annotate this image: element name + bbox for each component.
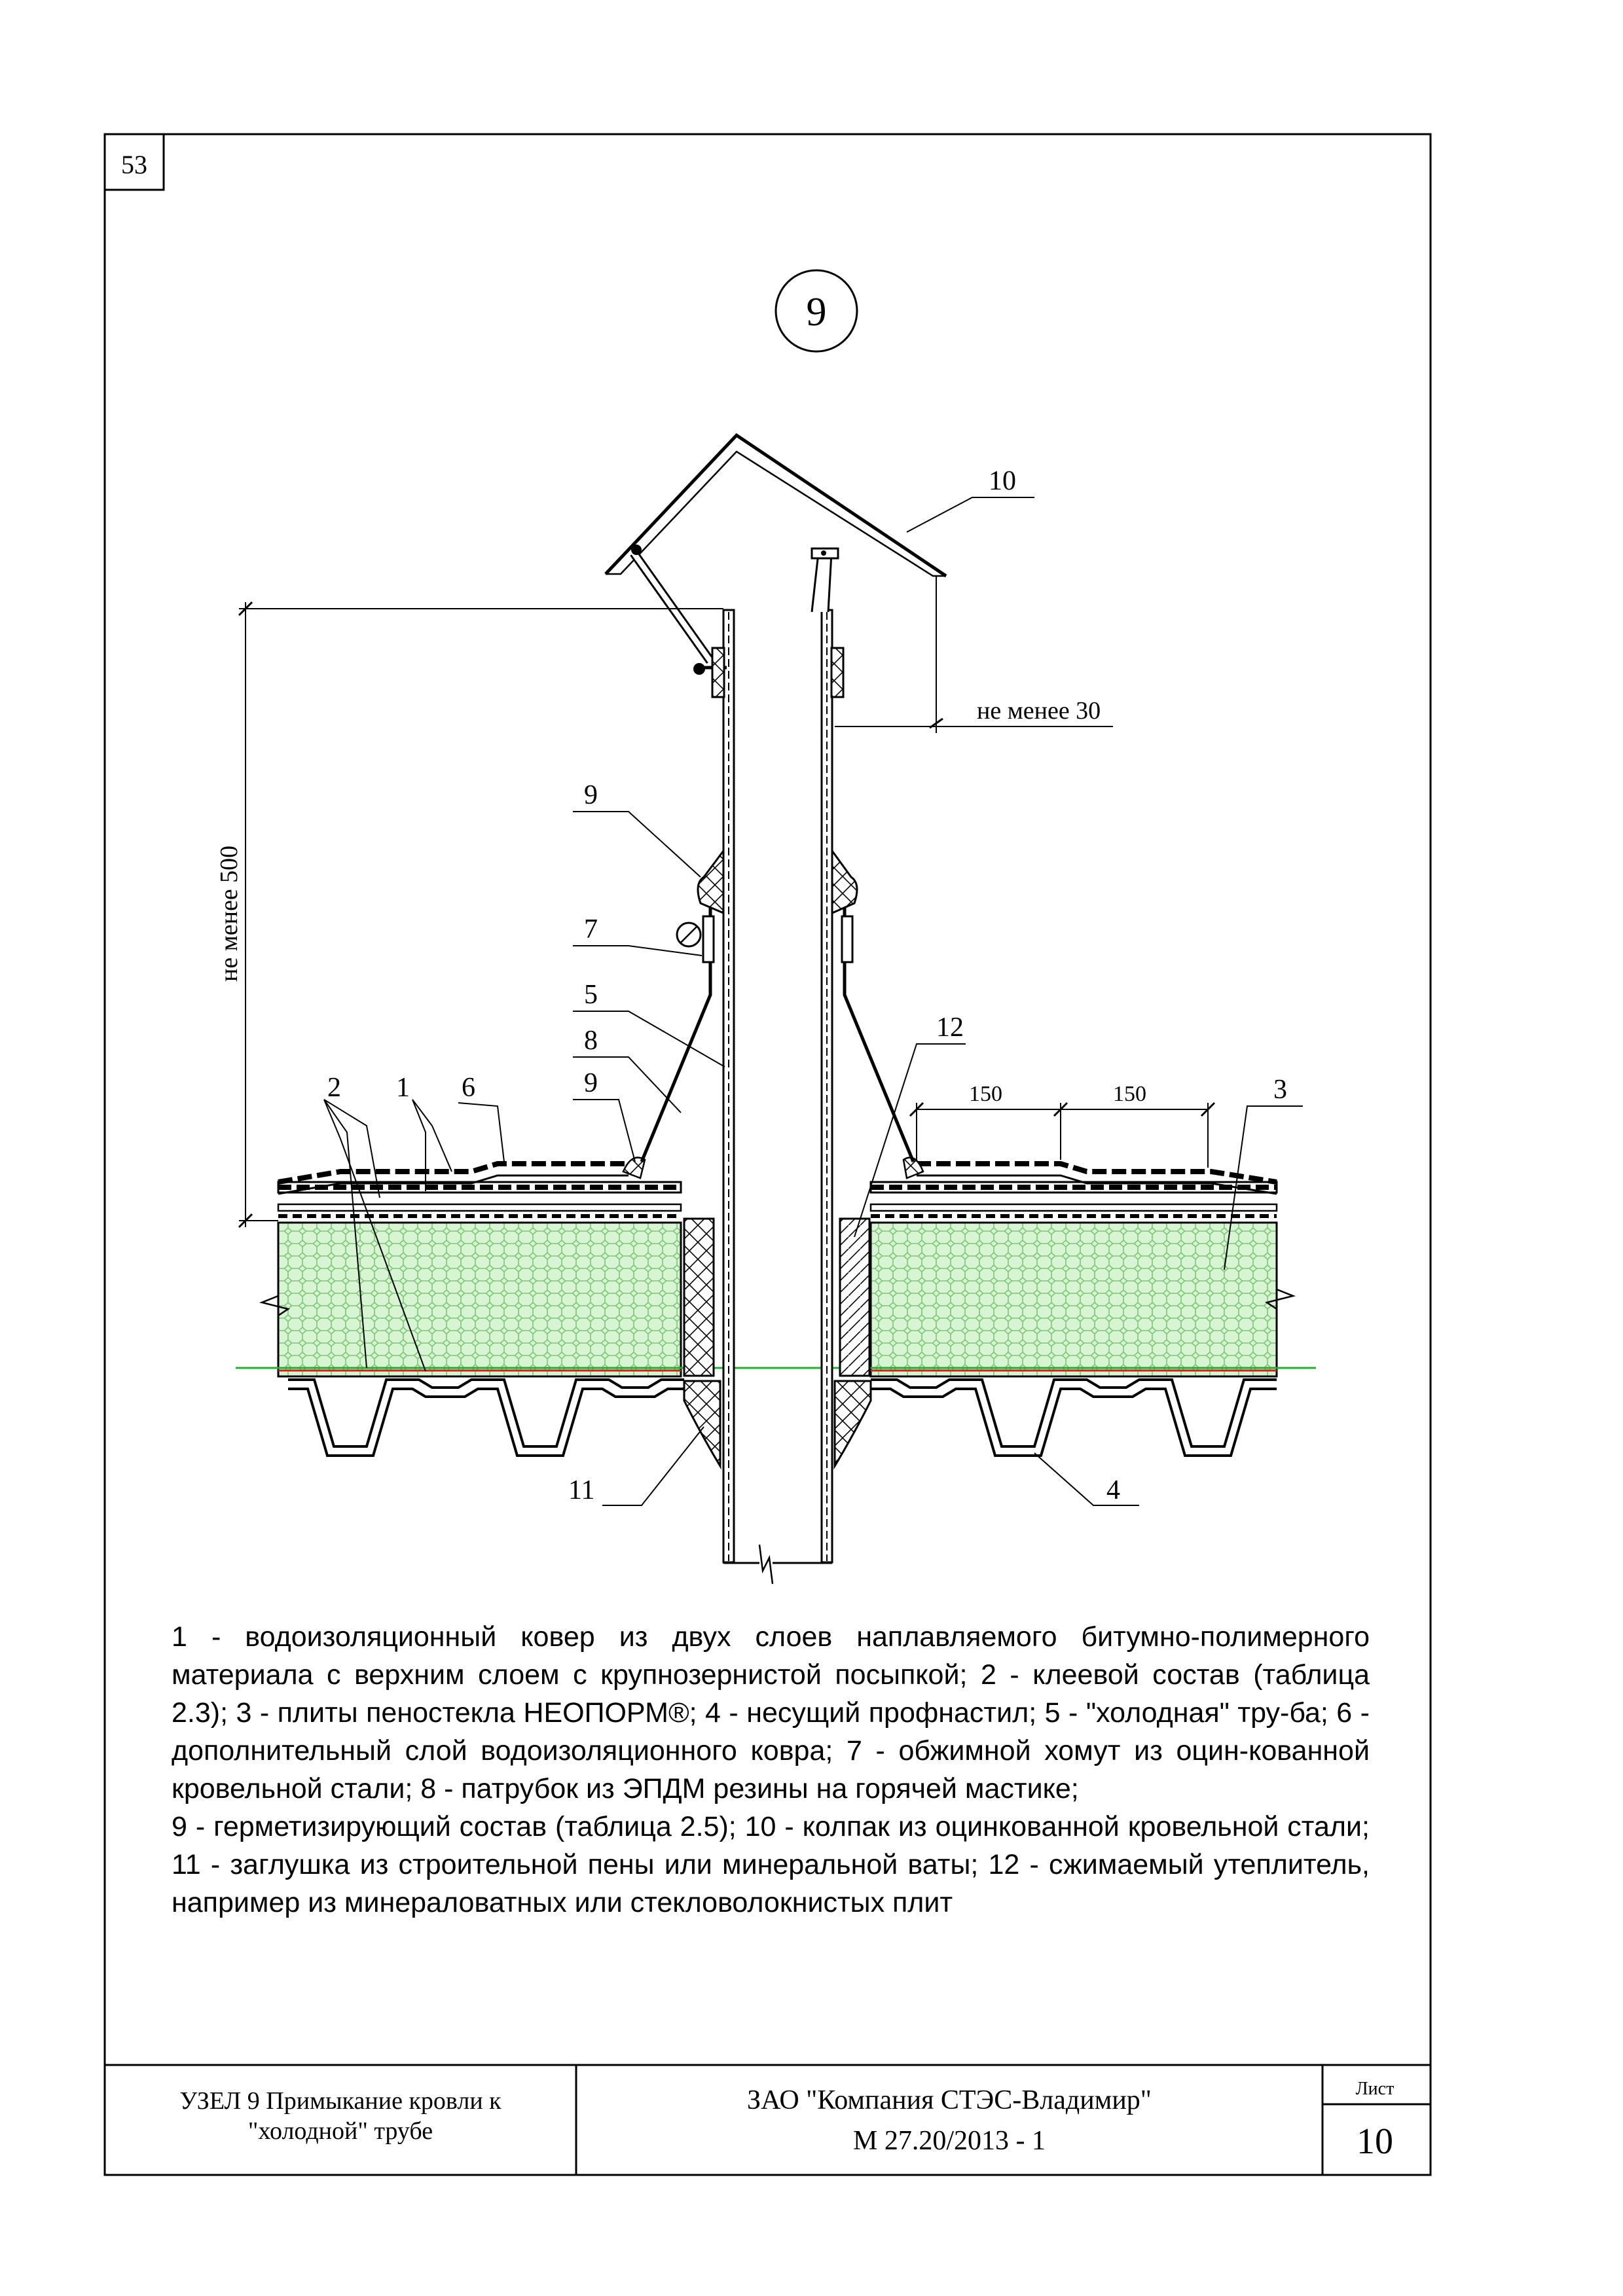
legend-paragraph-2: 9 - герметизирующий состав (таблица 2.5)… (172, 1811, 1370, 1918)
callout-7: 7 (584, 914, 598, 944)
title-line2: "холодной" трубе (248, 2117, 433, 2145)
document-code: М 27.20/2013 - 1 (853, 2126, 1046, 2156)
foam-glass-insulation-right (869, 1221, 1278, 1378)
leader-lines (323, 497, 1303, 1506)
node-number: 9 (807, 290, 827, 334)
callout-1: 1 (396, 1073, 410, 1103)
compressible-insulation-right (839, 1217, 871, 1377)
sealant-upper-left (697, 848, 725, 915)
callout-5: 5 (584, 980, 598, 1010)
corner-number-box (103, 133, 165, 191)
foam-glass-insulation-left (277, 1221, 682, 1378)
roof-left (259, 1157, 682, 1378)
dimension-150 (909, 1102, 1216, 1168)
callout-10: 10 (989, 466, 1016, 496)
sealant-upper-right (831, 848, 858, 915)
sheet-label: Лист (1356, 2079, 1395, 2099)
callout-11: 11 (568, 1475, 594, 1505)
dimension-min30-label: не менее 30 (977, 697, 1101, 725)
company-name: ЗАО "Компания СТЭС-Владимир" (747, 2085, 1152, 2115)
corner-number: 53 (121, 150, 147, 179)
clamp-left (702, 915, 715, 963)
cold-pipe (722, 609, 833, 1585)
foam-plug-left (683, 1380, 721, 1470)
title-block (105, 2064, 1431, 2175)
roof-right (869, 1157, 1296, 1378)
legend-paragraph-1: 1 - водоизоляционный ковер из двух слоев… (172, 1621, 1370, 1804)
foam-plug-right (833, 1380, 872, 1470)
callout-6: 6 (462, 1073, 475, 1103)
dimension-150-b: 150 (1113, 1082, 1146, 1106)
sheet-number: 10 (1357, 2121, 1393, 2162)
title-line1: УЗЕЛ 9 Примыкание кровли к (179, 2087, 501, 2115)
profiled-steel-deck (288, 1378, 1277, 1457)
dimension-150-a: 150 (969, 1082, 1002, 1106)
dimension-min30 (835, 576, 1113, 733)
callout-2: 2 (327, 1073, 341, 1103)
callout-3: 3 (1273, 1075, 1287, 1105)
callout-9-low: 9 (584, 1068, 598, 1098)
dimension-min500 (238, 601, 723, 1229)
steel-cap (604, 433, 947, 698)
compressible-insulation-left (683, 1217, 715, 1377)
legend: 1 - водоизоляционный ковер из двух слоев… (172, 1618, 1370, 1922)
clamp-right (841, 915, 854, 963)
callout-9-top: 9 (584, 780, 598, 810)
callout-12: 12 (936, 1013, 964, 1043)
callout-4: 4 (1106, 1475, 1120, 1505)
sheet-frame (103, 133, 1432, 2176)
callout-8: 8 (584, 1026, 598, 1056)
dimension-min500-label: не менее 500 (215, 846, 243, 982)
node-circle (775, 269, 858, 353)
